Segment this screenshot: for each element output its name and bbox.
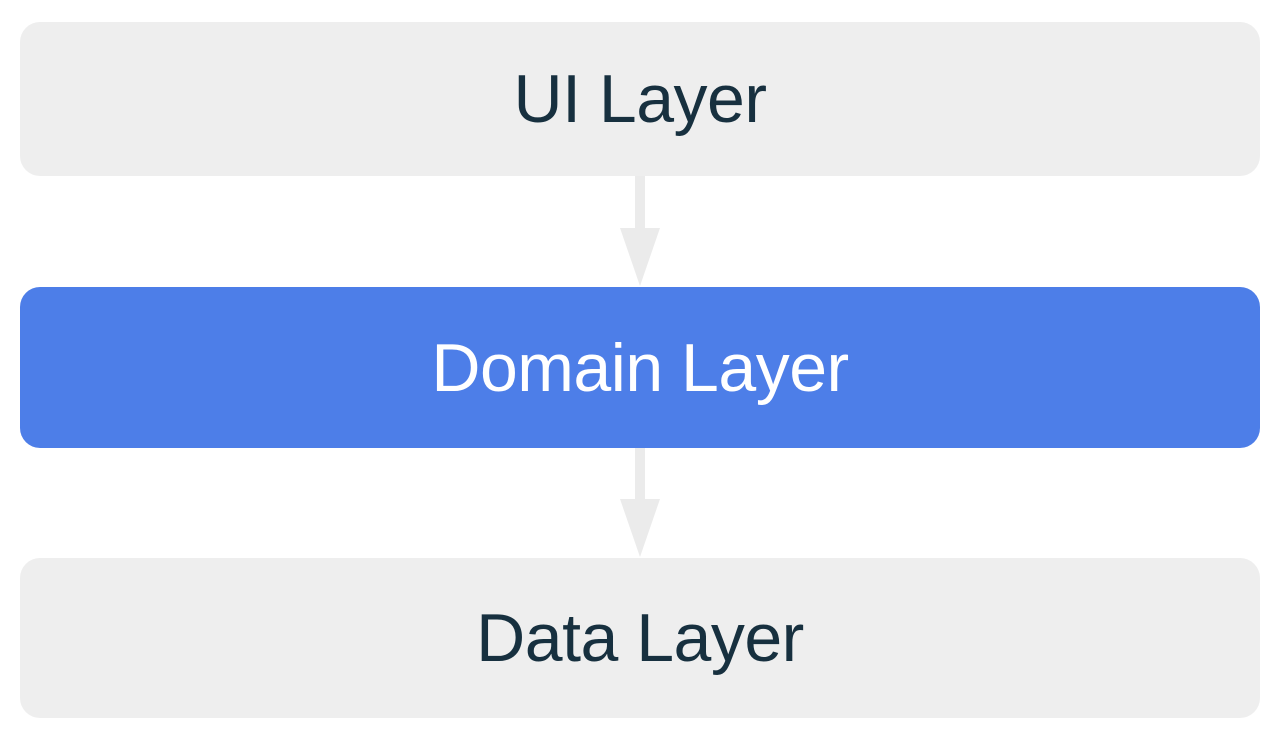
arrow-down-icon xyxy=(620,176,660,286)
layer-label-data-layer: Data Layer xyxy=(476,600,804,676)
arrow-down-icon xyxy=(620,448,660,557)
layer-box-domain-layer[interactable]: Domain Layer xyxy=(20,287,1260,448)
layer-label-ui-layer: UI Layer xyxy=(513,61,768,137)
layer-box-ui-layer[interactable]: UI Layer xyxy=(20,22,1260,176)
layer-label-domain-layer: Domain Layer xyxy=(431,329,849,406)
layer-box-data-layer[interactable]: Data Layer xyxy=(20,558,1260,718)
arrow-down-icon-domain-to-data xyxy=(612,448,668,559)
arrow-down-icon-ui-to-domain xyxy=(612,176,668,288)
